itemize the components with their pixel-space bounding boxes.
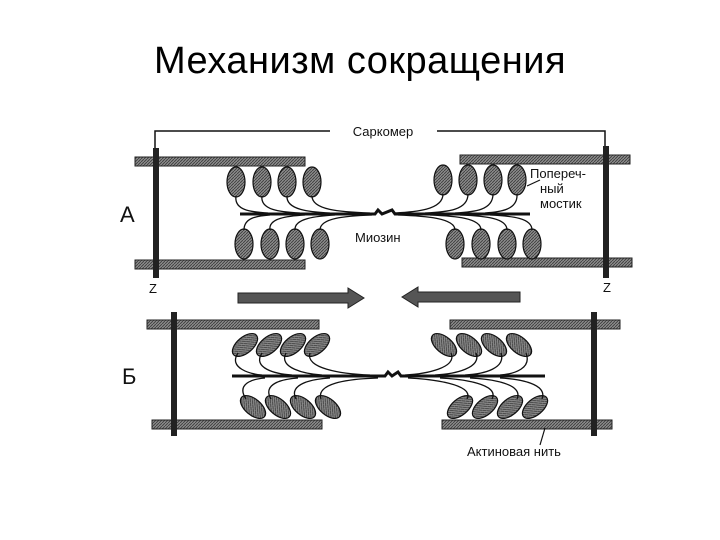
myosin-heads-lower-left-a <box>234 228 330 260</box>
z-line-left-a <box>153 148 159 278</box>
cross-bridge-pointer <box>526 179 541 187</box>
cross-bridge-label-line2: ный <box>540 181 564 196</box>
myosin-filament-a <box>240 207 530 216</box>
actin-filament-top-left-b <box>146 319 320 330</box>
actin-filament-top-right <box>459 154 631 165</box>
cross-bridge-label-line3: мостик <box>540 196 582 211</box>
actin-filament-label: Актиновая нить <box>467 444 561 459</box>
panel-b-label: Б <box>122 364 136 389</box>
myosin-heads-upper-right-a <box>433 164 527 196</box>
myosin-heads-upper-left-b <box>231 332 331 358</box>
sarcomere-label: Саркомер <box>353 124 413 139</box>
myosin-filament-b <box>232 369 545 378</box>
actin-filament-bottom-right <box>461 257 633 268</box>
myosin-label: Миозин <box>355 230 401 245</box>
panel-b: Б <box>122 312 621 459</box>
z-line-right-b <box>591 312 597 436</box>
actin-filament-bottom-left-b <box>151 419 323 430</box>
actin-pointer <box>539 427 546 446</box>
z-line-left-b <box>171 312 177 436</box>
actin-filament-bottom-left <box>134 259 306 270</box>
z-line-right-a <box>603 146 609 278</box>
contraction-arrows <box>237 286 521 309</box>
actin-filament-top-right-b <box>449 319 621 330</box>
z-label-right: Z <box>603 280 611 295</box>
arrow-right <box>237 287 365 309</box>
myosin-heads-upper-left-a <box>226 166 322 198</box>
z-label-left: Z <box>149 281 157 296</box>
myosin-heads-lower-right-b <box>446 394 549 420</box>
myosin-heads-lower-right-a <box>445 228 542 260</box>
panel-a-label: А <box>120 202 135 227</box>
sarcomere-bracket: Саркомер <box>154 124 606 150</box>
actin-filament-bottom-right-b <box>441 419 613 430</box>
cross-bridge-label-line1: Попереч- <box>530 166 586 181</box>
arrow-left <box>401 286 521 308</box>
slide-title: Механизм сокращения <box>153 40 567 82</box>
panel-a: А <box>120 146 633 296</box>
myosin-heads-lower-left-b <box>239 394 342 420</box>
actin-filament-top-left <box>134 156 306 167</box>
myosin-heads-upper-right-b <box>430 332 533 358</box>
